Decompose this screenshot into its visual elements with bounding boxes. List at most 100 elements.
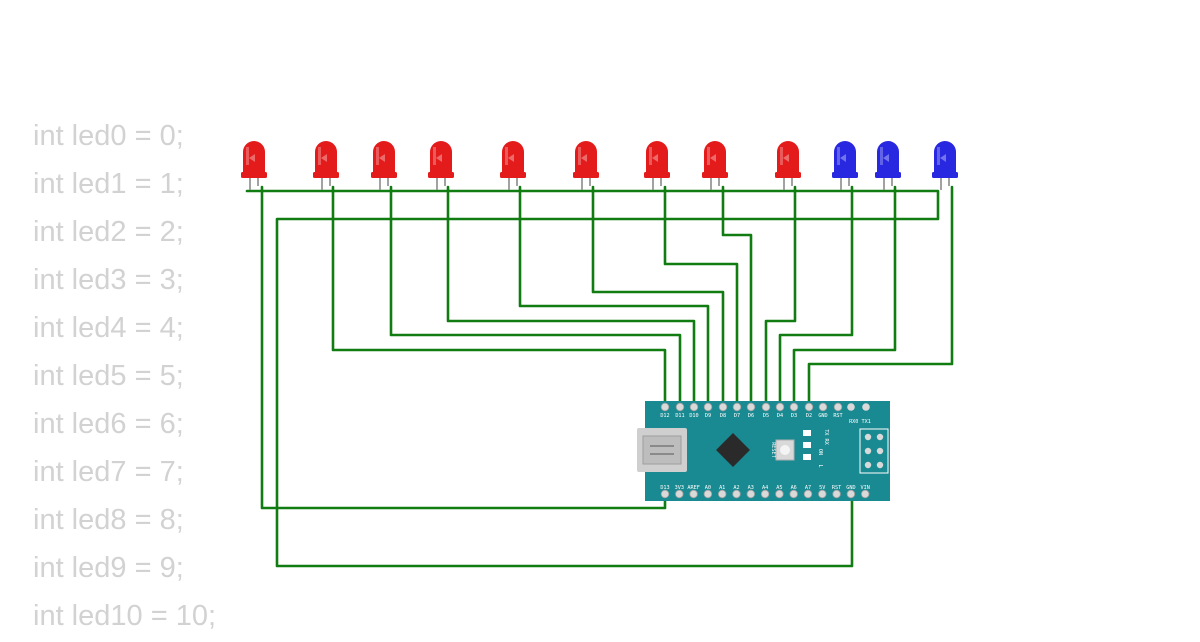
icsp-pin [864, 433, 872, 441]
header-pin[interactable] [718, 489, 727, 499]
led-shine [318, 147, 321, 165]
pin-label: D12 [660, 413, 669, 419]
led-shine [649, 147, 652, 165]
pin-label: 5V [819, 485, 825, 491]
header-pin[interactable] [846, 489, 856, 499]
led-red[interactable] [428, 141, 454, 190]
header-pin[interactable] [746, 402, 756, 412]
header-pin[interactable] [660, 402, 670, 412]
led-shine [376, 147, 379, 165]
led-body [243, 141, 265, 176]
usb-port [642, 435, 682, 465]
pin-label: VIN [861, 485, 870, 491]
led-shine [707, 147, 710, 165]
led-rim [500, 172, 526, 178]
header-pin[interactable] [818, 402, 828, 412]
code-line: int led2 = 2; [33, 216, 184, 248]
led-highlight [508, 154, 514, 162]
header-pin[interactable] [803, 489, 813, 499]
code-line: int led5 = 5; [33, 360, 184, 392]
icsp-pin [876, 433, 884, 441]
led-red[interactable] [702, 141, 728, 190]
header-pin[interactable] [703, 489, 713, 499]
header-pin[interactable] [861, 489, 870, 499]
header-pin[interactable] [689, 402, 699, 412]
icsp-pin [876, 461, 884, 469]
led-red[interactable] [371, 141, 397, 190]
header-pin[interactable] [675, 489, 684, 499]
pin-label: GND [846, 485, 855, 491]
wire [260, 185, 667, 510]
led-highlight [783, 154, 789, 162]
pin-label: D10 [689, 413, 698, 419]
header-pin[interactable] [718, 402, 728, 412]
led-rim [428, 172, 454, 178]
header-pin[interactable] [847, 403, 855, 411]
wire [331, 185, 667, 412]
icsp-pin [864, 461, 872, 469]
led-highlight [436, 154, 442, 162]
led-body [646, 141, 668, 176]
led-shine [780, 147, 783, 165]
header-pin[interactable] [789, 402, 799, 412]
pin-label: 3V3 [675, 485, 684, 491]
code-line: int led1 = 1; [33, 168, 184, 200]
pin-label: D4 [777, 413, 783, 419]
led-body [430, 141, 452, 176]
led-rim [644, 172, 670, 178]
status-led [803, 430, 811, 436]
header-pin[interactable] [789, 489, 798, 499]
header-pin[interactable] [703, 402, 713, 412]
led-shine [433, 147, 436, 165]
code-line: int led4 = 4; [33, 312, 184, 344]
wires [245, 185, 954, 568]
led-red[interactable] [500, 141, 526, 190]
led-body [502, 141, 524, 176]
wire [389, 185, 682, 412]
led-blue[interactable] [832, 141, 858, 190]
header-pin[interactable] [833, 402, 843, 412]
led-red[interactable] [241, 141, 267, 190]
header-pin[interactable] [760, 489, 770, 499]
led-red[interactable] [644, 141, 670, 190]
led-blue[interactable] [875, 141, 901, 190]
wire [721, 185, 753, 412]
led-highlight [249, 154, 255, 162]
header-pin[interactable] [746, 489, 755, 499]
reset-button-cap[interactable] [780, 445, 790, 455]
l-label: L [817, 464, 823, 467]
header-pin[interactable] [832, 489, 841, 499]
code-line: int led8 = 8; [33, 504, 184, 536]
header-pin[interactable] [775, 489, 784, 499]
header-pin[interactable] [818, 489, 827, 499]
header-pin[interactable] [689, 489, 698, 499]
led-shine [578, 147, 581, 165]
header-pin[interactable] [675, 402, 685, 412]
header-pin[interactable] [660, 489, 670, 499]
led-red[interactable] [313, 141, 339, 190]
header-pin[interactable] [761, 402, 771, 412]
led-body [575, 141, 597, 176]
led-red[interactable] [775, 141, 801, 190]
pin-label: D13 [660, 485, 669, 491]
pin-label: A7 [805, 485, 811, 491]
led-red[interactable] [573, 141, 599, 190]
header-pin[interactable] [804, 402, 814, 412]
status-led [803, 442, 811, 448]
code-listing: int led0 = 0; int led1 = 1; int led2 = 2… [33, 114, 216, 642]
pin-label: D6 [748, 413, 754, 419]
header-pin[interactable] [775, 402, 785, 412]
led-shine [505, 147, 508, 165]
header-pin[interactable] [732, 402, 742, 412]
header-pin[interactable] [732, 489, 741, 499]
led-highlight [840, 154, 846, 162]
led-rim [932, 172, 958, 178]
icsp-outline [859, 428, 889, 474]
wire [245, 189, 940, 568]
header-pin[interactable] [862, 403, 870, 411]
icsp-pin [864, 447, 872, 455]
tx-rx-label: TX RX [823, 429, 829, 445]
led-row [241, 141, 958, 190]
led-blue[interactable] [932, 141, 958, 190]
